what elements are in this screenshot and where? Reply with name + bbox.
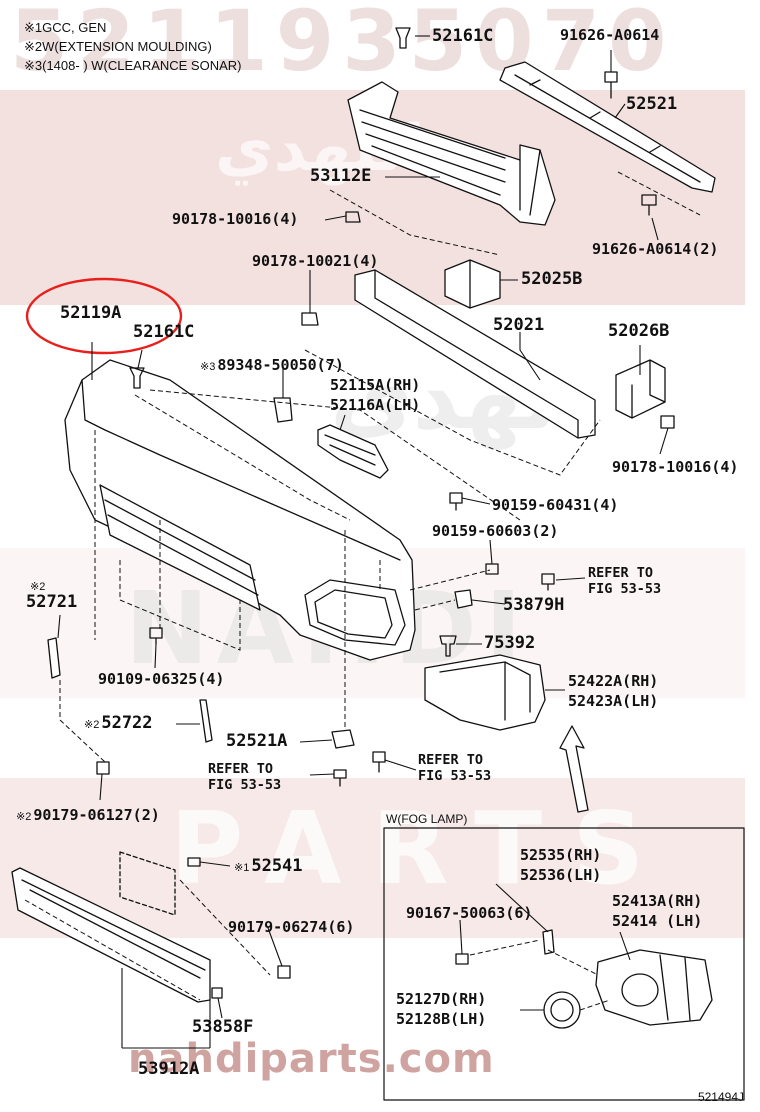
support-52521 — [499, 61, 716, 193]
screw-refer-53-53-left — [333, 769, 347, 787]
bracket-52115a — [317, 424, 389, 479]
reinforcement-52021 — [354, 269, 596, 439]
bracket-52025b — [444, 259, 501, 309]
upper-grille-53112e — [347, 81, 556, 226]
retainer-52721 — [47, 637, 61, 679]
clip-52161c-mid — [129, 367, 145, 389]
label-52119a[interactable]: 52119A — [60, 303, 122, 323]
label-52413a[interactable]: 52413A(RH) — [612, 892, 703, 910]
label-52025b[interactable]: 52025B — [521, 269, 583, 289]
nut-90178-10016-b — [660, 415, 675, 429]
inset-frame — [383, 827, 745, 1101]
label-75392[interactable]: 75392 — [484, 633, 536, 653]
retainer-89348-50050 — [273, 397, 293, 423]
clip-53858f — [211, 987, 223, 999]
note-1: ※1GCC, GEN — [24, 20, 107, 35]
label-52536[interactable]: 52536(LH) — [520, 866, 602, 884]
nut-90179-06274 — [277, 965, 291, 979]
diagram-id: 521494J — [697, 1090, 744, 1104]
label-90178-10021[interactable]: 90178-10021(4) — [252, 252, 379, 270]
screw-90167-50063 — [455, 953, 469, 965]
nut-90178-10021 — [301, 312, 319, 326]
ring-52127d — [543, 991, 581, 1029]
clip-52541 — [187, 857, 201, 867]
screw-90159-60603 — [485, 563, 499, 575]
label-refer-left-1[interactable]: REFER TO — [208, 761, 274, 777]
label-90179-06274[interactable]: 90179-06274(6) — [228, 918, 355, 936]
label-52116a[interactable]: 52116A(LH) — [330, 396, 421, 414]
note-2: ※2W(EXTENSION MOULDING) — [24, 39, 212, 54]
bracket-53879h — [454, 589, 473, 609]
label-52535[interactable]: 52535(RH) — [520, 846, 602, 864]
dashed-assembly-lines — [24, 171, 701, 1011]
label-refer-mid-1[interactable]: REFER TO — [418, 752, 484, 768]
retainer-52722 — [199, 699, 213, 743]
watermark-site: nahdiparts.com — [128, 1036, 495, 1082]
screw-refer-53-53-mid — [372, 751, 386, 773]
bolt-91626a0614-2 — [641, 194, 657, 216]
watermark-brand-parts: PARTS — [170, 790, 675, 907]
note-3: ※3(1408- ) W(CLEARANCE SONAR) — [24, 58, 242, 73]
label-53858f[interactable]: 53858F — [192, 1017, 254, 1037]
label-53912a[interactable]: 53912A — [138, 1059, 200, 1079]
label-refer-top-1[interactable]: REFER TO — [588, 565, 654, 581]
bolt-90109-06325 — [149, 627, 163, 645]
bolt-91626a0614 — [604, 71, 618, 99]
bracket-52535 — [542, 929, 555, 955]
label-90109-06325[interactable]: 90109-06325(4) — [98, 670, 225, 688]
screw-refer-53-53-top — [541, 573, 555, 591]
clip-52161c-top — [395, 27, 411, 49]
plate-52541 — [119, 851, 176, 916]
direction-arrow — [559, 725, 589, 813]
screw-90159-60431 — [449, 492, 463, 511]
label-52128b[interactable]: 52128B(LH) — [396, 1010, 487, 1028]
moulding-53912a — [11, 867, 211, 1003]
label-90178-10016-b[interactable]: 90178-10016(4) — [612, 458, 739, 476]
label-refer-mid-2[interactable]: FIG 53-53 — [418, 768, 492, 784]
label-91626-a0614[interactable]: 91626-A0614 — [560, 26, 660, 44]
label-52161c-top[interactable]: 52161C — [432, 26, 494, 46]
label-52161c-mid[interactable]: 52161C — [133, 322, 195, 342]
watermark-part-number: 5211935070 — [10, 0, 675, 90]
fog-housing-52413a — [595, 949, 713, 1026]
label-52026b[interactable]: 52026B — [608, 321, 670, 341]
label-90159-60431[interactable]: 90159-60431(4) — [492, 496, 619, 514]
highlight-ellipse — [25, 277, 183, 355]
label-52422a[interactable]: 52422A(RH) — [568, 672, 659, 690]
label-52021[interactable]: 52021 — [493, 315, 545, 335]
label-52414[interactable]: 52414 (LH) — [612, 912, 703, 930]
watermark-band-low — [0, 778, 745, 938]
label-refer-left-2[interactable]: FIG 53-53 — [208, 777, 282, 793]
label-52721[interactable]: 52721 — [26, 592, 78, 612]
label-90167-50063[interactable]: 90167-50063(6) — [406, 904, 533, 922]
retainer-52521a — [331, 729, 355, 749]
fog-cover-52422a — [424, 654, 546, 731]
label-52521[interactable]: 52521 — [626, 94, 678, 114]
label-52423a[interactable]: 52423A(LH) — [568, 692, 659, 710]
bracket-52026b — [615, 359, 666, 419]
label-52115a[interactable]: 52115A(RH) — [330, 376, 421, 394]
inset-title: W(FOG LAMP) — [386, 812, 468, 826]
nut-90179-06127 — [96, 761, 110, 775]
leader-lines — [57, 35, 669, 1049]
nut-90178-10016-a — [345, 211, 361, 223]
label-53112e[interactable]: 53112E — [310, 166, 372, 186]
label-90178-10016-a[interactable]: 90178-10016(4) — [172, 210, 299, 228]
label-52521a[interactable]: 52521A — [226, 731, 288, 751]
label-53879h[interactable]: 53879H — [503, 595, 565, 615]
label-52721-mark[interactable]: ※2 — [30, 581, 46, 593]
label-refer-top-2[interactable]: FIG 53-53 — [588, 581, 662, 597]
bumper-cover-52119a — [64, 359, 416, 661]
label-91626-a0614-2[interactable]: 91626-A0614(2) — [592, 240, 719, 258]
label-90159-60603[interactable]: 90159-60603(2) — [432, 522, 559, 540]
label-52127d[interactable]: 52127D(RH) — [396, 990, 487, 1008]
clip-75392 — [439, 635, 457, 657]
